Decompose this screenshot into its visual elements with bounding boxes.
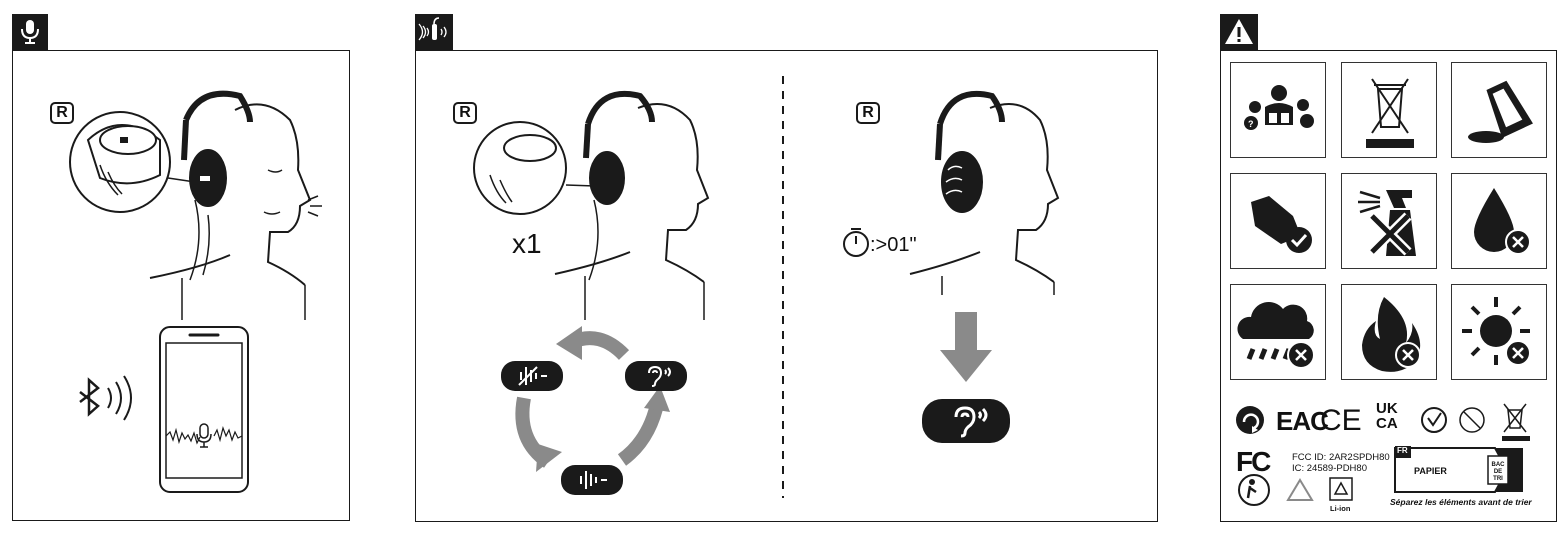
fcc-id: FCC ID: 2AR2SPDH80 (1292, 452, 1390, 463)
eac-mark: EAC (1276, 406, 1329, 436)
read-manual-icon: ? (1230, 62, 1326, 158)
triman-caption: Séparez les éléments avant de trier (1390, 497, 1532, 507)
triman-bin: PAPIER (1414, 466, 1447, 476)
headphone-sound-tab (415, 14, 453, 50)
right-side-badge: R (50, 102, 74, 124)
anc-off-icon (501, 361, 563, 391)
left-right-side-badge: R (453, 102, 477, 124)
no-liquid-spill-icon (1451, 62, 1547, 158)
ic-id: IC: 24589-PDH80 (1292, 463, 1367, 474)
no-sun-icon (1451, 284, 1547, 380)
no-household-waste-icon (1341, 62, 1437, 158)
ukca-mark: UKCA (1376, 400, 1398, 432)
triman-bin-label: BAC DE TRI (1491, 462, 1505, 482)
ce-mark: CE (1320, 404, 1362, 437)
ambient-hearing-icon (625, 361, 687, 391)
anc-panel (415, 50, 1158, 522)
anc-on-icon (561, 465, 623, 495)
microphone-icon (21, 20, 39, 44)
no-water-icon (1451, 173, 1547, 269)
hold-time: :>01" (870, 234, 917, 256)
microphone-tab (12, 14, 48, 50)
ambient-hearing-result-icon (922, 399, 1010, 443)
no-rain-icon (1230, 284, 1326, 380)
fcc-mark: FC (1236, 446, 1271, 477)
warning-icon (1225, 19, 1253, 44)
press-count: x1 (512, 228, 542, 259)
right-right-side-badge: R (856, 102, 880, 124)
wipe-clean-icon (1230, 173, 1326, 269)
warning-tab (1220, 14, 1258, 50)
headphone-sound-icon (418, 17, 447, 41)
svg-text:?: ? (1248, 119, 1254, 129)
battery-label: Li-ion (1330, 504, 1351, 513)
no-fire-icon (1341, 284, 1437, 380)
triman-country: FR (1397, 446, 1408, 455)
no-spray-icon (1341, 173, 1437, 269)
